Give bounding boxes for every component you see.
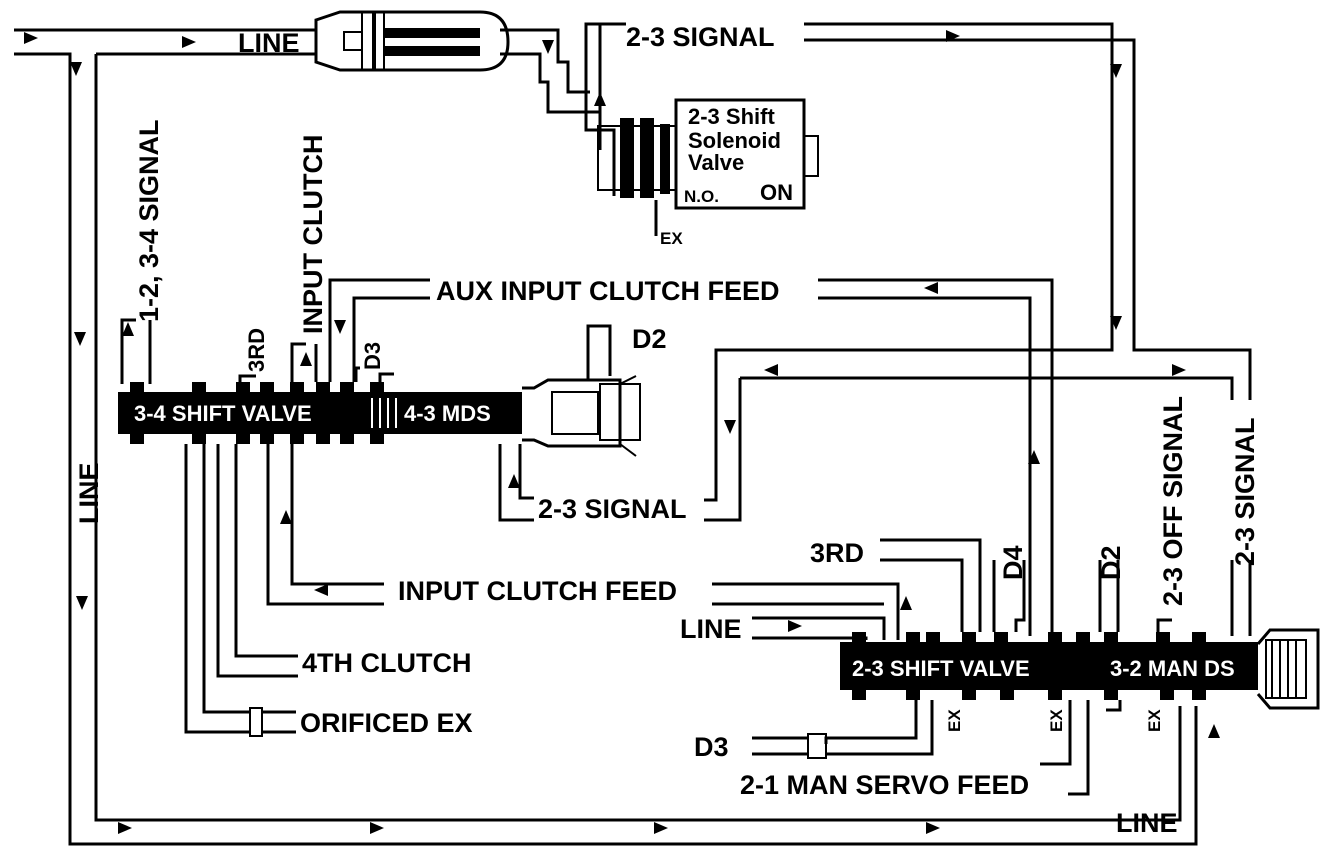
line-to-solenoid-b <box>500 52 600 114</box>
label-line-bottom: LINE <box>1116 808 1178 838</box>
solenoid-type: N.O. <box>684 187 719 206</box>
label-orificed-ex: ORIFICED EX <box>300 708 473 738</box>
solenoid-title-2: Solenoid <box>688 128 781 153</box>
label-ex-3: EX <box>1145 709 1164 732</box>
label-line-left: LINE <box>74 462 104 524</box>
valve-23-body <box>840 632 1258 700</box>
man-ds-32-spring-housing <box>1256 628 1320 710</box>
line-pipe-left-outer <box>14 52 1198 846</box>
signal-23-top-d <box>704 22 1114 502</box>
solenoid-exhaust: EX <box>660 229 683 248</box>
label-third-right: 3RD <box>810 538 864 568</box>
signal-23-top-c <box>804 38 1252 400</box>
valve-34-label: 3-4 SHIFT VALVE <box>134 401 312 426</box>
solenoid-title-3: Valve <box>688 150 744 175</box>
solenoid-title-1: 2-3 Shift <box>688 104 775 129</box>
label-ex-2: EX <box>1047 709 1066 732</box>
label-d3-left: D3 <box>360 342 385 370</box>
label-signal-off-23: 2-3 OFF SIGNAL <box>1158 396 1188 606</box>
line-mid-pipe-a <box>752 616 886 640</box>
signal-23-mid-return <box>704 378 742 522</box>
mds-43-housing <box>522 324 641 457</box>
label-d3-bottom: D3 <box>694 732 729 762</box>
label-signal-23-mid: 2-3 SIGNAL <box>538 494 687 524</box>
label-ex-1: EX <box>945 709 964 732</box>
mds-43-label: 4-3 MDS <box>404 401 491 426</box>
line-passages <box>14 28 1198 846</box>
label-d4: D4 <box>998 545 1028 580</box>
signal-23-top-passages <box>584 22 1252 636</box>
man-ds-32-label: 3-2 MAN DS <box>1110 656 1235 681</box>
flow-arrows <box>24 30 1220 834</box>
valve-34-lower-ports <box>184 444 900 737</box>
label-third-left: 3RD <box>244 328 269 372</box>
valve-34-upper-ports <box>120 278 1054 636</box>
valve-23-lower-ports <box>752 700 1122 796</box>
label-line-top: LINE <box>238 28 300 58</box>
label-signal-12-34: 1-2, 3-4 SIGNAL <box>134 119 164 322</box>
valve-23-upper-ports <box>880 538 1172 632</box>
line-to-solenoid-a <box>500 28 590 94</box>
label-d2-top: D2 <box>632 324 667 354</box>
valve-23-label: 2-3 SHIFT VALVE <box>852 656 1030 681</box>
line-accumulator <box>314 10 510 72</box>
label-line-mid: LINE <box>680 614 742 644</box>
solenoid-box <box>674 98 806 210</box>
label-fourth-clutch: 4TH CLUTCH <box>302 648 472 678</box>
label-aux-input-clutch-feed: AUX INPUT CLUTCH FEED <box>436 276 780 306</box>
solenoid-state: ON <box>760 180 793 205</box>
label-d2-right: D2 <box>1096 545 1126 580</box>
d2-top-port <box>586 324 612 380</box>
solenoid-assembly <box>597 98 819 236</box>
label-signal-23-right: 2-3 SIGNAL <box>1230 417 1260 566</box>
label-input-clutch-feed: INPUT CLUTCH FEED <box>398 576 677 606</box>
valve-34-body <box>118 382 522 444</box>
label-signal-23-top: 2-3 SIGNAL <box>626 22 775 52</box>
signal-23-top-e <box>740 376 1234 400</box>
line-mid-pipe-b <box>752 636 868 640</box>
line-pipe-left-inner <box>94 54 1182 822</box>
label-input-clutch: INPUT CLUTCH <box>298 135 328 334</box>
label-man-servo-feed-21: 2-1 MAN SERVO FEED <box>740 770 1029 800</box>
